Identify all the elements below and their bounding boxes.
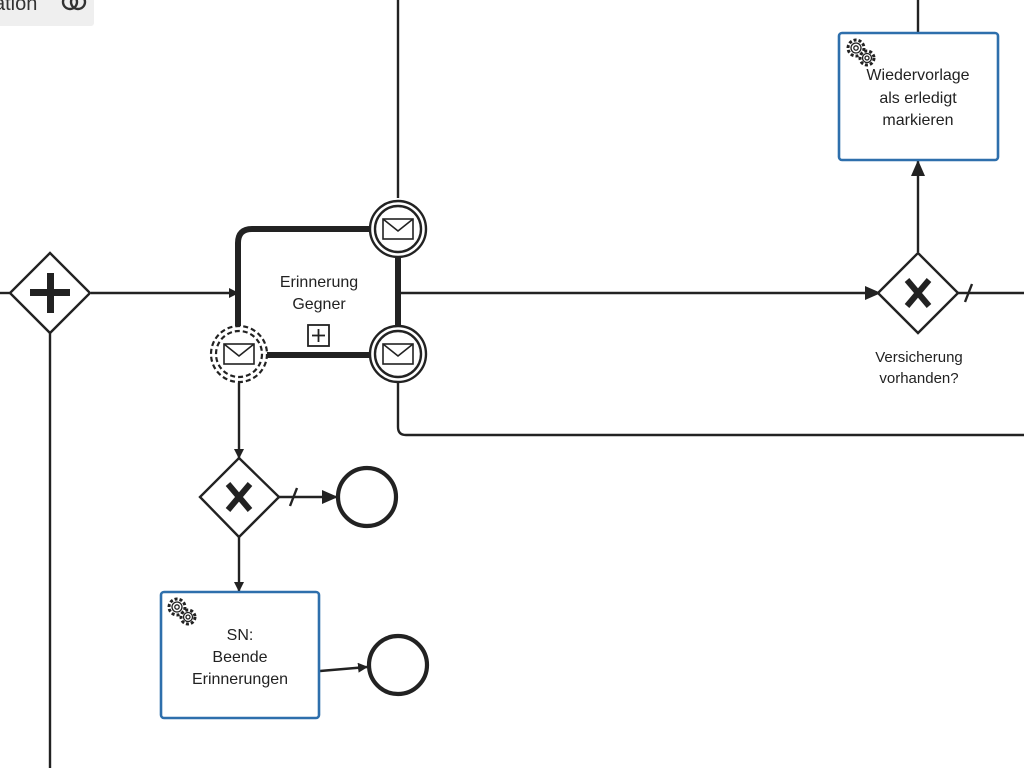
task-label-line3: Erinnerungen bbox=[192, 671, 288, 688]
task-label-line1: SN: bbox=[227, 627, 254, 644]
task-sn-beende-erinnerungen[interactable]: SN: Beende Erinnerungen bbox=[159, 590, 321, 720]
x-icon bbox=[904, 278, 932, 308]
collapsed-subprocess-plus-icon[interactable] bbox=[307, 324, 330, 347]
exclusive-gateway-boundary[interactable] bbox=[198, 456, 281, 539]
task-label-line3: markieren bbox=[882, 112, 953, 129]
task-label-line1: Wiedervorlage bbox=[866, 67, 969, 84]
editor-tab[interactable]: ation bbox=[0, 0, 94, 26]
task-label-line2: als erledigt bbox=[879, 90, 957, 107]
subprocess-label-line2: Gegner bbox=[292, 296, 346, 313]
default-flow-slash bbox=[963, 283, 974, 303]
gear-icon bbox=[167, 597, 197, 626]
subprocess-label-line1: Erinnerung bbox=[280, 274, 358, 291]
default-flow-slash-2 bbox=[288, 487, 299, 507]
boundary-message-event-top[interactable] bbox=[368, 199, 428, 259]
flow-beende-to-end[interactable] bbox=[319, 662, 368, 673]
editor-tab-label: ation bbox=[0, 0, 38, 15]
exclusive-gateway-versicherung[interactable]: Versicherung vorhanden? bbox=[875, 251, 963, 387]
gear-icon bbox=[846, 38, 876, 67]
boundary-message-event-bottom[interactable] bbox=[368, 324, 428, 384]
link-icon bbox=[61, 0, 87, 11]
flow-boundary-event-loop[interactable] bbox=[396, 382, 1024, 437]
gateway-label-line2: vorhanden? bbox=[879, 370, 958, 387]
gateway-label-line1: Versicherung bbox=[875, 349, 963, 366]
end-event-middle[interactable] bbox=[335, 465, 399, 529]
task-wiedervorlage-als-erledigt-markieren[interactable]: Wiedervorlage als erledigt markieren bbox=[837, 31, 1000, 162]
envelope-icon bbox=[382, 218, 414, 240]
parallel-gateway[interactable] bbox=[8, 251, 92, 335]
end-event-bottom[interactable] bbox=[366, 633, 430, 697]
task-label-line2: Beende bbox=[212, 649, 267, 666]
x-icon bbox=[225, 482, 253, 512]
envelope-icon bbox=[382, 343, 414, 365]
envelope-icon bbox=[223, 343, 255, 365]
non-interrupting-boundary-message-event[interactable] bbox=[209, 324, 269, 384]
subprocess-erinnerung-gegner[interactable]: Erinnerung Gegner bbox=[235, 226, 401, 358]
